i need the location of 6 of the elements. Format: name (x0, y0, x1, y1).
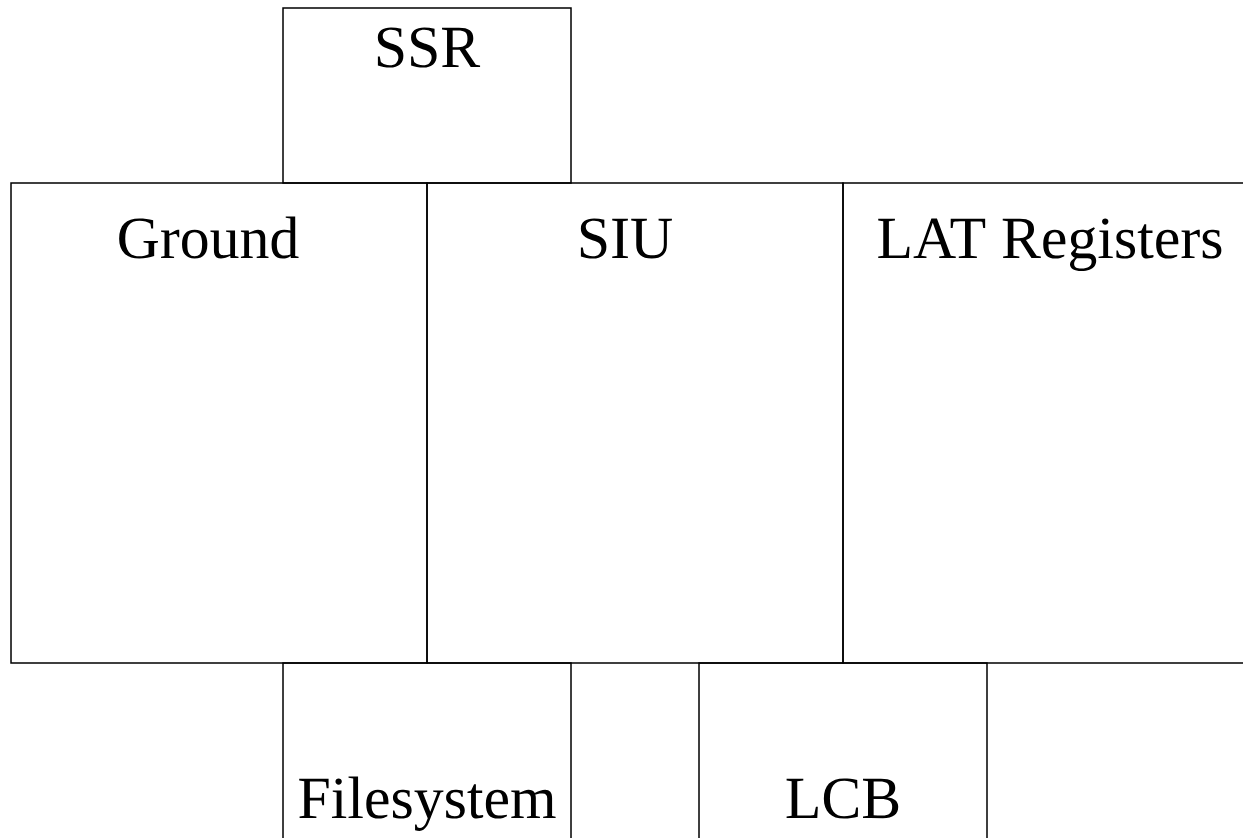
component-box: LCB (698, 662, 988, 838)
component-box: SSR (282, 7, 572, 184)
component-box: Ground (10, 182, 428, 664)
component-box: Filesystem (282, 662, 572, 838)
component-box: LAT Registers (842, 182, 1243, 664)
component-box: SIU (426, 182, 844, 664)
